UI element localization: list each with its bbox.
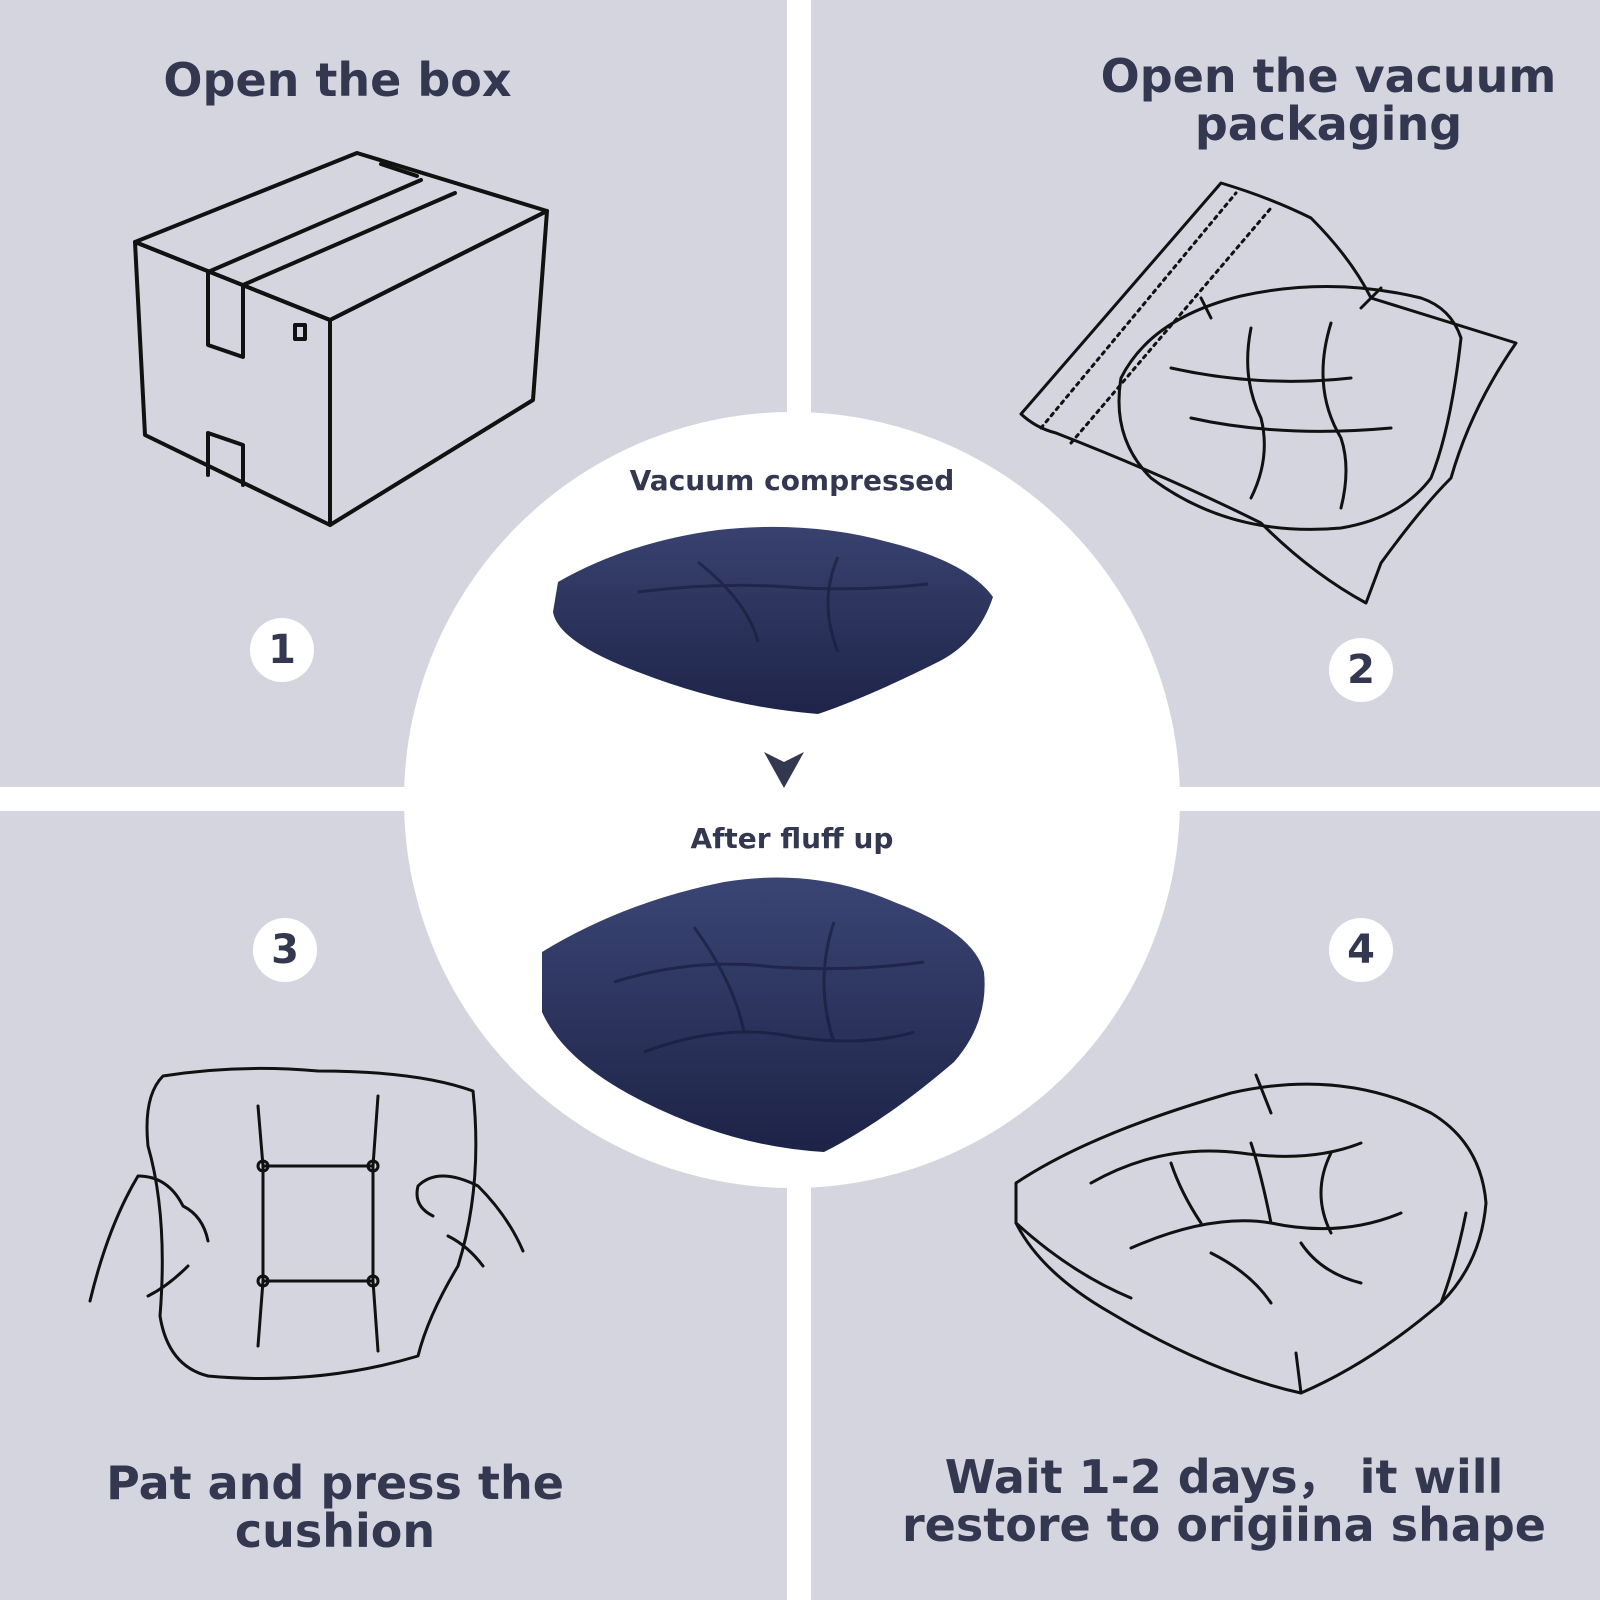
step-4-title-line1: Wait 1-2 days， it will: [944, 1450, 1504, 1504]
step-4-badge: 4: [1329, 918, 1393, 982]
vacuum-bag-icon: [1019, 181, 1518, 605]
arrow-down-icon: [764, 752, 804, 788]
step-2-badge: 2: [1329, 638, 1393, 702]
compressed-label: Vacuum compressed: [629, 464, 955, 497]
step-2-title-line1: Open the vacuum: [1100, 49, 1557, 103]
fluffed-label: After fluff up: [690, 822, 894, 855]
center-comparison: Vacuum compressed After fluff up: [404, 412, 1180, 1188]
cushion-icon: [1014, 1073, 1488, 1395]
step-1-badge: 1: [250, 618, 314, 682]
box-icon: [133, 151, 549, 527]
hands-cushion-icon: [88, 1066, 525, 1380]
fluffed-cushion-image: [542, 877, 985, 1152]
step-3-title-line2: cushion: [234, 1504, 436, 1558]
compressed-cushion-image: [553, 526, 993, 714]
step-3-title-line1: Pat and press the: [106, 1456, 564, 1510]
step-3-badge: 3: [253, 918, 317, 982]
step-1-panel: Open the box 1: [0, 0, 787, 787]
step-4-title-line2: restore to origiina shape: [902, 1498, 1546, 1552]
step-1-title: Open the box: [163, 53, 512, 107]
step-2-title-line2: packaging: [1194, 97, 1463, 151]
